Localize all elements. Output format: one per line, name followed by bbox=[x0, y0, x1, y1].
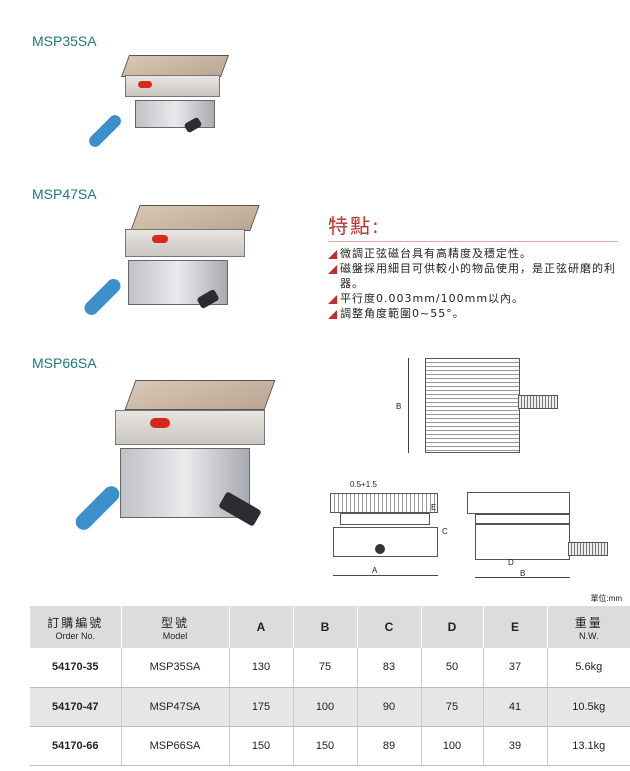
dimension-d: D bbox=[508, 558, 514, 567]
product-title: MSP66SA bbox=[32, 355, 97, 371]
header-b: B bbox=[293, 606, 358, 648]
cell-b: 75 bbox=[293, 648, 358, 688]
product-title: MSP35SA bbox=[32, 33, 97, 49]
cell-order-no: 54170-35 bbox=[30, 648, 122, 688]
cell-weight: 5.6kg bbox=[547, 648, 630, 688]
header-a: A bbox=[229, 606, 294, 648]
cell-order-no: 54170-66 bbox=[30, 726, 122, 766]
product-title: MSP47SA bbox=[32, 186, 97, 202]
cell-c: 83 bbox=[357, 648, 422, 688]
cell-model: MSP35SA bbox=[121, 648, 230, 688]
cell-weight: 13.1kg bbox=[547, 726, 630, 766]
dimension-e: E bbox=[431, 503, 437, 512]
cell-b: 150 bbox=[293, 726, 358, 766]
cell-d: 75 bbox=[421, 687, 484, 727]
product-image-msp66sa bbox=[70, 380, 280, 545]
cell-e: 39 bbox=[483, 726, 548, 766]
feature-item: 磁盤採用細目可供較小的物品使用，是正弦研磨的利器。 bbox=[328, 261, 618, 291]
features-section: 特點: 微調正弦磁台具有高精度及穩定性。 磁盤採用細目可供較小的物品使用，是正弦… bbox=[328, 210, 618, 321]
cell-a: 150 bbox=[229, 726, 294, 766]
cell-model: MSP47SA bbox=[121, 687, 230, 727]
dimension-b: B bbox=[396, 402, 402, 411]
feature-item: 平行度0.003mm/100mm以內。 bbox=[328, 291, 618, 306]
dimension-gap: 0.5+1.5 bbox=[350, 480, 377, 489]
header-c: C bbox=[357, 606, 422, 648]
cell-d: 50 bbox=[421, 648, 484, 688]
cell-model: MSP66SA bbox=[121, 726, 230, 766]
cell-e: 37 bbox=[483, 648, 548, 688]
dimension-c: C bbox=[442, 527, 448, 536]
cell-e: 41 bbox=[483, 687, 548, 727]
cell-order-no: 54170-47 bbox=[30, 687, 122, 727]
header-d: D bbox=[421, 606, 484, 648]
product-image-msp35sa bbox=[80, 55, 230, 155]
feature-item: 調整角度範圍0~55°。 bbox=[328, 306, 618, 321]
dimension-b-side: B bbox=[520, 569, 526, 578]
cell-a: 130 bbox=[229, 648, 294, 688]
features-heading: 特點: bbox=[328, 210, 618, 242]
feature-item: 微調正弦磁台具有高精度及穩定性。 bbox=[328, 246, 618, 261]
dimension-a: A bbox=[372, 566, 378, 575]
cell-a: 175 bbox=[229, 687, 294, 727]
unit-label: 單位:mm bbox=[590, 594, 622, 603]
cell-weight: 10.5kg bbox=[547, 687, 630, 727]
header-e: E bbox=[483, 606, 548, 648]
product-image-msp47sa bbox=[80, 205, 260, 325]
cell-b: 100 bbox=[293, 687, 358, 727]
cell-d: 100 bbox=[421, 726, 484, 766]
cell-c: 90 bbox=[357, 687, 422, 727]
cell-c: 89 bbox=[357, 726, 422, 766]
